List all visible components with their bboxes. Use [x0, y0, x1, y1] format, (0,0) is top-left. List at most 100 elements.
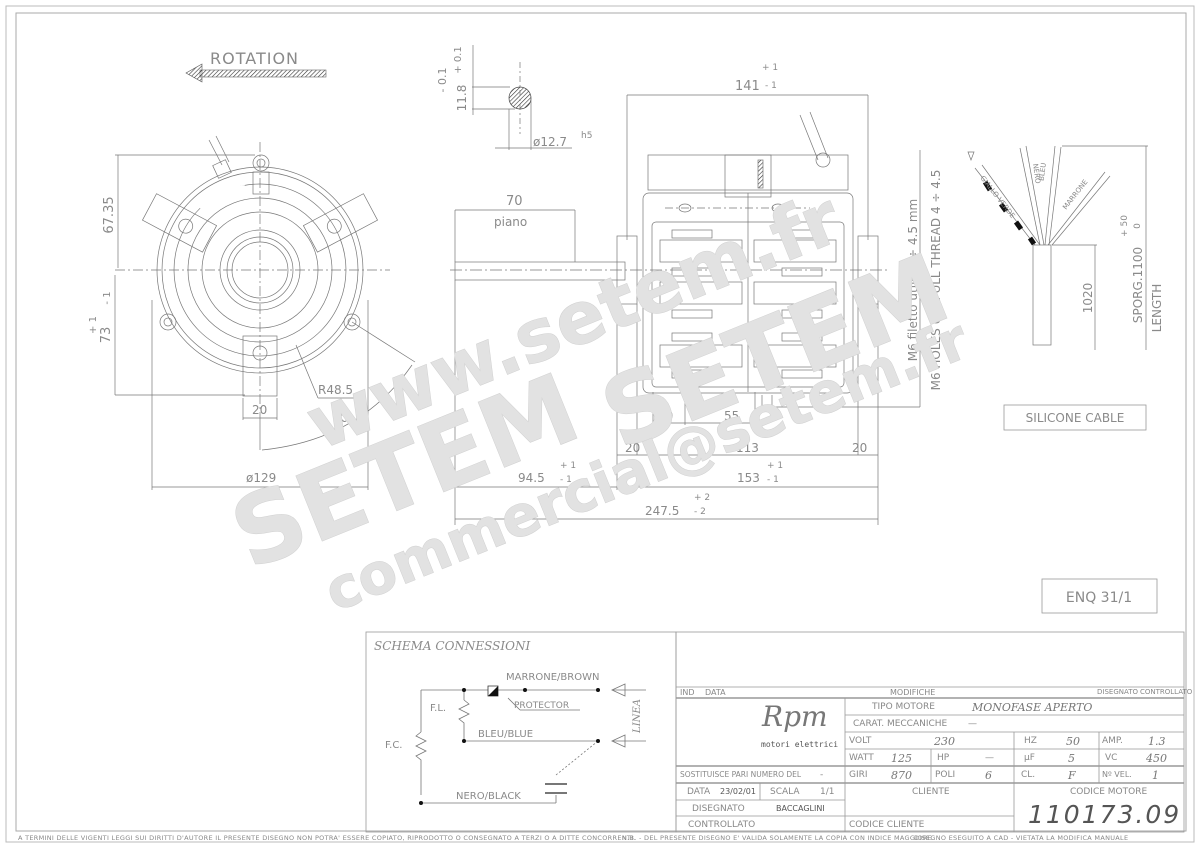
schema-title: SCHEMA CONNESSIONI — [374, 639, 530, 653]
dim-73-tol-minus: - 1 — [102, 291, 113, 304]
hp-label: HP — [937, 753, 950, 763]
dim-94-5-tol-plus: + 1 — [560, 461, 576, 471]
shaft-tol-plus: + 0.1 — [453, 46, 464, 73]
enq-label: ENQ 31/1 — [1066, 590, 1132, 606]
watt-value: 125 — [891, 752, 912, 765]
dim-141-tol-plus: + 1 — [762, 63, 778, 73]
rev-modifiche-header: MODIFICHE — [890, 688, 936, 697]
rev-controllato-header: CONTROLLATO — [1140, 688, 1193, 696]
front-view — [114, 135, 416, 490]
carat-value: — — [968, 719, 977, 729]
junction-dots — [419, 688, 600, 805]
footer-nb: N.B. - DEL PRESENTE DISEGNO E' VALIDA SO… — [622, 834, 935, 842]
volt-label: VOLT — [849, 736, 872, 746]
rev-disegnato-header: DISEGNATO — [1097, 688, 1139, 696]
hz-value: 50 — [1066, 735, 1080, 748]
dim-94-5-tol-minus: - 1 — [560, 475, 572, 485]
footer-copyright: A TERMINI DELLE VIGENTI LEGGI SUI DIRITT… — [18, 834, 636, 842]
watt-label: WATT — [849, 753, 874, 763]
dim-153-tol-minus: - 1 — [767, 475, 779, 485]
dim-141: 141 — [735, 79, 760, 94]
dim-73: 73 — [99, 327, 114, 344]
rotation-arrow-icon — [185, 63, 327, 83]
shaft-flat-dim: 11.8 — [455, 85, 469, 112]
vc-value: 450 — [1146, 752, 1167, 765]
linea-label: LINEA — [632, 699, 643, 734]
cable-length-tol-minus: 0 — [1133, 223, 1143, 229]
wire-label-brown: MARRONE — [1061, 178, 1089, 211]
uf-label: µF — [1024, 753, 1035, 763]
company-logo: Rpm — [762, 700, 828, 733]
codice-motore-label: CODICE MOTORE — [1070, 787, 1148, 797]
inner-border — [15, 12, 1187, 832]
dim-70: 70 — [506, 194, 523, 209]
sostituisce-label: SOSTITUISCE PARI NUMERO DEL — [680, 770, 802, 779]
enq-box — [1041, 578, 1158, 614]
holes-note-it: M6 filetto utile 4 ÷ 4.5 mm — [906, 199, 920, 361]
dim-73-tol-plus: + 1 — [88, 316, 99, 334]
silicone-cable-box — [1003, 404, 1147, 431]
silicone-cable-label: SILICONE CABLE — [1026, 411, 1125, 425]
dim-55: 55 — [724, 409, 739, 423]
outer-border — [5, 5, 1195, 843]
watermark: www.setem.fr SETEM SETEM commercial@sete… — [216, 175, 978, 625]
poli-label: POLI — [935, 770, 956, 780]
dim-20-right: 20 — [852, 441, 867, 455]
blue-wire-label: BLEU/BLUE — [478, 729, 533, 740]
dim-1020: 1020 — [1081, 283, 1095, 314]
cl-label: CL. — [1021, 770, 1036, 780]
dim-113: 113 — [736, 441, 759, 455]
dim-141-tol-minus: - 1 — [765, 81, 777, 91]
radius-label: R48.5 — [318, 383, 353, 397]
company-logo-sub: motori elettrici — [761, 740, 839, 749]
scala-label: SCALA — [770, 787, 800, 797]
rev-ind-header: IND — [680, 688, 695, 697]
amp-value: 1.3 — [1148, 735, 1166, 748]
dim-247-5-tol-plus: + 2 — [694, 493, 710, 503]
shaft-section — [472, 45, 572, 150]
nvel-value: 1 — [1152, 769, 1159, 782]
uf-value: 5 — [1068, 752, 1075, 765]
dim-94-5: 94.5 — [518, 471, 545, 485]
holes-note-en: M6 HOLES USEFULL THREAD 4 ÷ 4.5 — [929, 170, 943, 391]
dim-67-35: 67.35 — [102, 196, 117, 233]
cl-value: F — [1068, 769, 1076, 782]
carat-label: CARAT. MECCANICHE — [853, 719, 948, 729]
rotation-label: ROTATION — [210, 49, 299, 68]
dim-153-tol-plus: + 1 — [767, 461, 783, 471]
green-yellow-stripes — [982, 180, 1037, 246]
dim-153: 153 — [737, 471, 760, 485]
giri-value: 870 — [891, 769, 912, 782]
dim-247-5: 247.5 — [645, 504, 679, 518]
cable-length-tol-plus: + 50 — [1120, 215, 1130, 237]
protector-fill — [488, 686, 498, 696]
codice-motore-value: 110173.09 — [1028, 800, 1182, 829]
cable-length-label: SPORG.1100 — [1131, 247, 1145, 323]
cliente-label: CLIENTE — [912, 787, 950, 797]
sostituisce-value: - — [820, 770, 824, 780]
cable-length-en: LENGTH — [1150, 284, 1164, 332]
wire-label-blue: BLEU — [1038, 162, 1048, 181]
dim-247-5-tol-minus: - 2 — [694, 507, 706, 517]
data-label: DATA — [687, 787, 711, 797]
piano-label: piano — [494, 215, 527, 229]
dim-20-left: 20 — [625, 441, 640, 455]
hz-label: HZ — [1024, 736, 1037, 746]
nvel-label: Nº VEL. — [1102, 770, 1132, 779]
fl-label: F.L. — [430, 703, 446, 714]
codice-cliente-label: CODICE CLIENTE — [849, 820, 925, 830]
disegnato-label: DISEGNATO — [692, 804, 745, 814]
vc-label: VC — [1105, 753, 1118, 763]
disegnato-value: BACCAGLINI — [776, 804, 825, 813]
volt-value: 230 — [934, 735, 955, 748]
shaft-diameter: ø12.7 — [533, 135, 567, 149]
cable-diagram — [967, 145, 1148, 350]
wire-label-green-yellow: GIALLO-VERDE — [978, 174, 1016, 220]
wire-label-black: NERO — [1031, 163, 1042, 184]
side-view — [450, 94, 921, 525]
rev-data-header: DATA — [705, 688, 726, 697]
controllato-label: CONTROLLATO — [688, 820, 756, 830]
tipo-motore-value: MONOFASE APERTO — [972, 701, 1093, 714]
